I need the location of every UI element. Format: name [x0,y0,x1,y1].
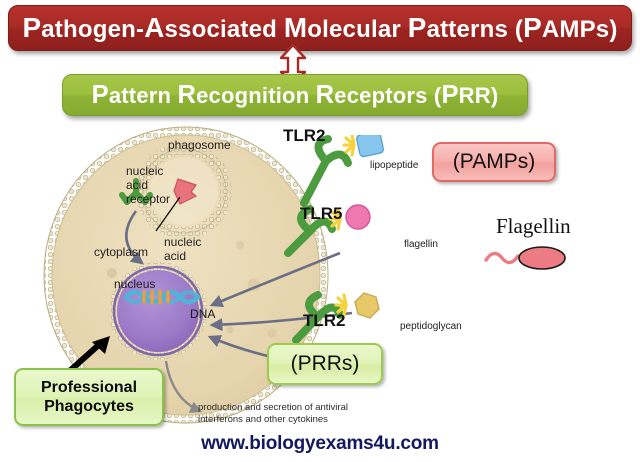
cytoplasm-label: cytoplasm [94,245,149,259]
tlr2-receptor-bottom [292,291,380,344]
cytokine-output-arrow [164,360,203,413]
flagellin-ligand-shape [345,204,371,230]
lipopeptide-ligand-shape [356,135,384,158]
phagocytes-label-line2: Phagocytes [44,397,134,415]
phagocyte-cell-illustration [43,126,353,424]
site-url: www.biologyexams4u.com [201,433,439,454]
bacterium-with-flagellum-icon [484,246,566,270]
prrs-callout: (PRRs) [267,343,383,385]
nucleic-acid-receptor-label: nucleic acid receptor [126,164,171,206]
tlr2-label-top: TLR2 [283,126,326,145]
prrs-callout-label: (PRRs) [290,352,360,375]
tlr5-label: TLR5 [300,204,343,223]
nucleic-acid-label: nucleic acid [164,235,202,263]
peptidoglycan-caption: peptidoglycan [400,321,462,332]
dna-helix [123,289,201,305]
phagocytes-label-line1: Professional [40,378,138,396]
tlr5-receptor [284,204,371,257]
pamps-callout-label: (PAMPs) [452,150,536,173]
cytokine-output-note: production and secretion of antiviral in… [198,402,348,426]
prr-banner: Pattern Recognition Receptors (PRR) [62,74,528,116]
prr-banner-text: Pattern Recognition Receptors (PRR) [91,80,499,109]
tlr-receptor-group [284,135,384,344]
pamps-banner: Pathogen-Associated Molecular Patterns (… [8,5,632,51]
pamps-callout: (PAMPs) [432,142,556,182]
nucleus-label: nucleus [114,277,156,291]
tlr2-receptor-top [300,135,384,207]
phagosome-label: phagosome [168,138,231,152]
phagosome [119,143,232,239]
dna-label: DNA [190,307,216,321]
flagellin-panel-title: Flagellin [496,214,571,238]
flagellin-caption: flagellin [404,239,438,250]
peptidoglycan-ligand-shape [354,292,380,319]
lipopeptide-caption: lipopeptide [370,160,419,171]
pamps-banner-text: Pathogen-Associated Molecular Patterns (… [22,12,618,43]
nucleus [109,262,207,360]
tlr2-label-bottom: TLR2 [303,311,346,330]
professional-phagocytes-callout: Professional Phagocytes [14,368,164,426]
